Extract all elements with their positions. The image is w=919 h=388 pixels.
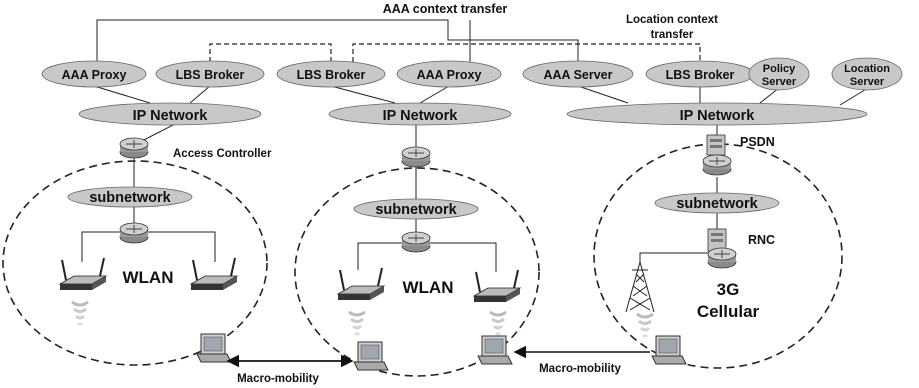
policy-server-node — [748, 57, 810, 91]
signal-icon-2b — [488, 310, 508, 336]
subnetwork-cloud-2 — [353, 198, 479, 220]
policy-server-label-2: Server — [762, 76, 797, 88]
subnetwork-label-2: subnetwork — [375, 202, 457, 218]
location-server-label-2: Server — [850, 76, 885, 88]
location-transfer-label-1: Location context — [626, 14, 718, 26]
signal-icon-3 — [635, 312, 655, 338]
laptop-icon-2 — [353, 341, 389, 371]
laptop-icon-1 — [196, 333, 232, 363]
psdn-server-icon — [706, 134, 726, 156]
domain-1-boundary — [2, 160, 268, 366]
lbs-broker-node-1 — [155, 60, 265, 88]
aaa-server-node — [522, 60, 634, 88]
subnetwork-label-3: subnetwork — [676, 196, 758, 212]
rnc-label: RNC — [748, 233, 775, 247]
location-transfer-label-2: transfer — [651, 29, 694, 41]
ip-network-label-1: IP Network — [133, 108, 209, 124]
laptop-icon-4 — [651, 335, 687, 365]
signal-icon-1 — [70, 300, 90, 326]
ip-network-cloud-3 — [566, 102, 868, 126]
wireless-ap-icon-1a — [59, 257, 107, 291]
access-controller-router-icon — [119, 137, 149, 159]
macro-mobility-label-left: Macro-mobility — [237, 373, 319, 385]
aaa-proxy-label-1: AAA Proxy — [62, 68, 127, 82]
psdn-label: PSDN — [740, 135, 775, 149]
router-icon-2b — [401, 231, 431, 253]
wlan-label-2: WLAN — [403, 278, 454, 297]
aaa-proxy-label-2: AAA Proxy — [417, 68, 482, 82]
lbs-broker-label-2: LBS Broker — [297, 68, 366, 82]
location-server-node — [831, 57, 903, 91]
signal-icon-2a — [347, 310, 367, 336]
cellular-label: Cellular — [697, 302, 760, 321]
subnetwork-cloud-3 — [654, 192, 780, 214]
location-server-label-1: Location — [844, 63, 890, 75]
macro-mobility-label-right: Macro-mobility — [539, 363, 621, 375]
3g-label: 3G — [717, 280, 740, 299]
wireless-ap-icon-1b — [190, 257, 238, 291]
domain-3-boundary — [593, 143, 843, 369]
subnetwork-cloud-1 — [67, 186, 193, 208]
wireless-ap-icon-2a — [337, 267, 385, 301]
lbs-broker-node-2 — [276, 60, 386, 88]
policy-server-label-1: Policy — [763, 63, 796, 75]
ip-network-cloud-1 — [78, 102, 262, 126]
rnc-router-icon — [707, 247, 737, 269]
aaa-transfer-label: AAA context transfer — [383, 2, 508, 16]
ip-network-cloud-2 — [328, 102, 512, 126]
subnetwork-label-1: subnetwork — [89, 190, 171, 206]
aaa-proxy-node-1 — [41, 60, 147, 88]
laptop-icon-3 — [477, 335, 513, 365]
domain-2-boundary — [294, 167, 540, 377]
aaa-server-label: AAA Server — [543, 68, 612, 82]
lbs-broker-label-3: LBS Broker — [666, 68, 735, 82]
lbs-broker-label-1: LBS Broker — [176, 68, 245, 82]
access-controller-label: Access Controller — [173, 148, 272, 160]
router-icon-2a — [401, 146, 431, 168]
wireless-ap-icon-2b — [473, 269, 521, 303]
subnet-router-icon-1 — [119, 222, 149, 244]
wlan-label-1: WLAN — [123, 268, 174, 287]
cell-tower-icon — [625, 261, 655, 313]
psdn-router-icon — [702, 154, 732, 176]
ip-network-label-3: IP Network — [680, 108, 756, 124]
ip-network-label-2: IP Network — [383, 108, 459, 124]
aaa-proxy-node-2 — [396, 60, 502, 88]
